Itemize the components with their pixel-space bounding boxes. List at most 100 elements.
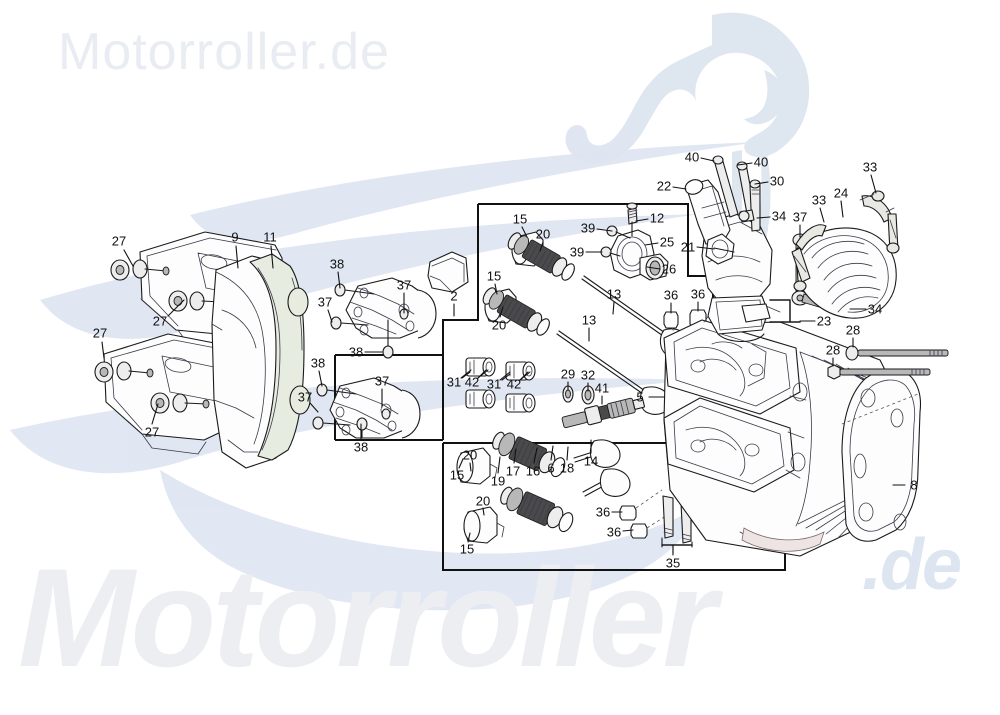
callout-label-17: 17	[505, 463, 521, 479]
callout-leader-38	[318, 370, 323, 387]
callout-leader-19	[497, 456, 501, 474]
callout-leader-6	[550, 445, 554, 461]
intake-insulator-25	[600, 202, 669, 281]
callout-label-31: 31	[486, 376, 502, 392]
intake-boot-24	[791, 190, 900, 319]
callout-leader-21	[696, 246, 715, 250]
cylinder-head-5	[663, 299, 901, 557]
head-bolt-28-a	[845, 345, 949, 361]
callout-label-38: 38	[348, 344, 364, 360]
callout-label-41: 41	[594, 380, 610, 396]
callout-leader-37	[309, 402, 319, 413]
callout-leader-40	[737, 162, 753, 166]
head-gasket-8	[841, 368, 922, 542]
callout-label-30: 30	[769, 173, 785, 189]
lifter-15-d	[463, 506, 505, 544]
callout-leader-31	[460, 369, 472, 379]
callout-leader-15	[458, 458, 464, 469]
callout-leader-40	[700, 157, 715, 162]
callout-leader-39	[596, 228, 613, 232]
callout-leader-36	[622, 529, 634, 532]
callout-leader-34	[756, 216, 771, 219]
callout-leader-42	[477, 369, 489, 379]
callout-label-37: 37	[374, 373, 390, 389]
cam-holder-lower	[312, 377, 421, 439]
callout-label-28: 28	[825, 342, 841, 358]
valve-spring-assembly-upper-2	[482, 287, 671, 415]
callout-label-38: 38	[310, 355, 326, 371]
callout-label-12: 12	[649, 210, 665, 226]
callout-leader-42	[519, 371, 531, 381]
callout-label-34: 34	[771, 208, 787, 224]
callout-leader-37	[327, 309, 333, 323]
callout-label-38: 38	[353, 439, 369, 455]
bolt-27-d	[150, 392, 210, 414]
callout-label-38: 38	[329, 256, 345, 272]
callout-label-20: 20	[491, 317, 507, 333]
callout-label-27: 27	[92, 325, 108, 341]
callout-label-26: 26	[661, 261, 677, 277]
callout-label-19: 19	[490, 473, 506, 489]
callout-leader-13	[612, 301, 615, 315]
callout-leader-27	[167, 299, 185, 317]
watermark-top: Motorroller.de	[58, 23, 390, 81]
callout-label-24: 24	[833, 185, 849, 201]
seal-36-c	[619, 489, 663, 521]
cam-holder-upper	[330, 277, 437, 359]
callout-leader-25	[644, 242, 659, 246]
callout-label-20: 20	[535, 226, 551, 242]
callout-label-36: 36	[595, 504, 611, 520]
callout-label-27: 27	[144, 424, 160, 440]
callout-leader-15	[521, 226, 528, 238]
callout-leader-17	[513, 448, 517, 464]
callout-leader-30	[754, 181, 769, 185]
callout-label-36: 36	[663, 287, 679, 303]
callout-label-28: 28	[845, 322, 861, 338]
callout-leader-26	[646, 266, 661, 270]
callout-leader-15	[494, 283, 498, 295]
cover-gasket-11	[249, 253, 311, 461]
callout-label-18: 18	[559, 460, 575, 476]
shim-31-b	[465, 389, 496, 409]
callout-leader-27	[151, 403, 159, 425]
callout-label-23: 23	[816, 313, 832, 329]
callout-leader-24	[840, 200, 844, 218]
callout-label-20: 20	[475, 493, 491, 509]
callout-label-27: 27	[152, 313, 168, 329]
callout-leader-12	[635, 218, 649, 222]
head-bolt-28-b	[827, 364, 931, 380]
rod-34-a	[738, 209, 755, 223]
callout-leader-31	[499, 371, 511, 381]
callout-leader-20	[469, 462, 472, 472]
callout-label-2: 2	[450, 288, 458, 304]
callout-label-20: 20	[462, 447, 478, 463]
callout-leader-27	[101, 341, 105, 359]
callout-label-29: 29	[560, 366, 576, 382]
shim-31-a	[465, 357, 496, 377]
part-2-cap	[427, 251, 469, 293]
callout-label-40: 40	[753, 154, 769, 170]
callout-label-15: 15	[459, 541, 475, 557]
callout-leader-33	[819, 207, 825, 223]
callout-label-31: 31	[446, 374, 462, 390]
callout-leader-9	[235, 245, 239, 269]
callout-leaders	[101, 157, 906, 556]
callout-label-36: 36	[606, 524, 622, 540]
callout-label-37: 37	[297, 389, 313, 405]
spark-plug-41	[561, 385, 645, 429]
callout-label-33: 33	[862, 159, 878, 175]
callout-leader-20	[499, 306, 504, 318]
bolt-27-a	[110, 259, 170, 281]
callout-leader-11	[270, 245, 274, 269]
valve-spring-assembly-lower-2	[500, 468, 631, 533]
callout-leader-22	[672, 186, 687, 190]
callout-leader-20	[482, 507, 485, 516]
callout-label-14: 14	[583, 453, 599, 469]
carburetor-21	[684, 155, 801, 343]
callout-label-39: 39	[580, 220, 596, 236]
shim-31-d	[505, 393, 536, 413]
callout-leader-38	[337, 271, 341, 289]
callout-leader-16	[533, 447, 538, 464]
callout-label-42: 42	[506, 376, 522, 392]
